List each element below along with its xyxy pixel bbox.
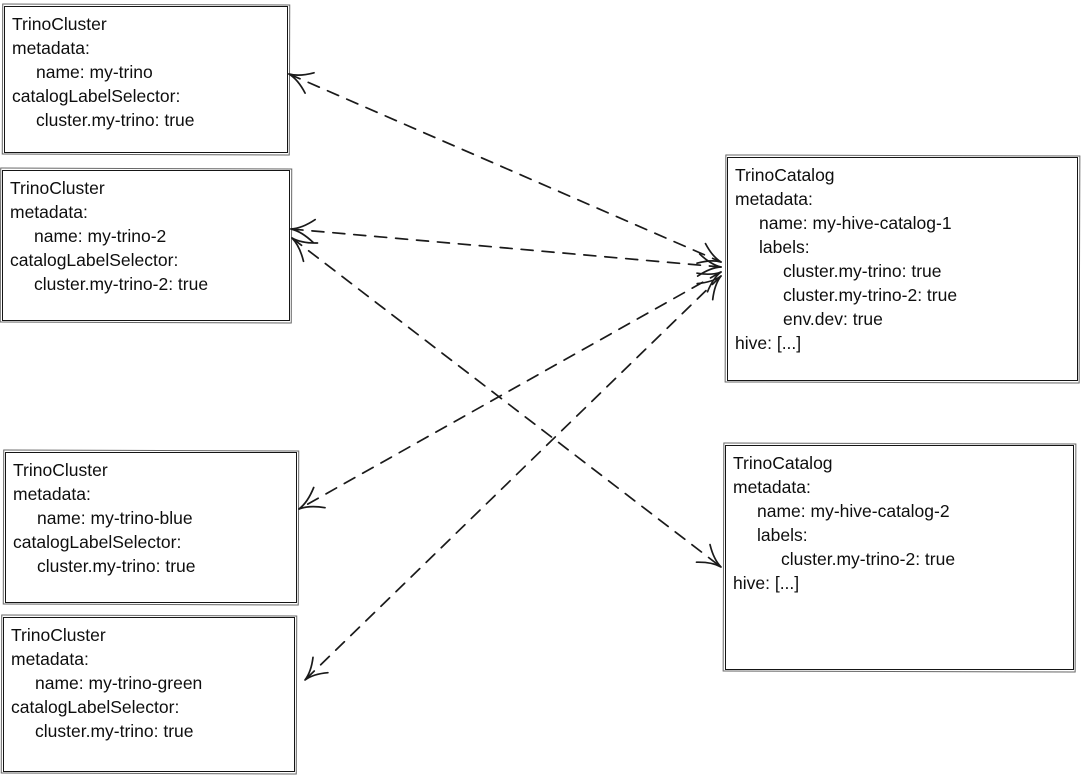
trino-catalog-my-hive-catalog-1-line-3: labels: — [759, 237, 810, 257]
edge-my-hive-catalog-1--my-trino-blue-arrowhead-end — [298, 486, 326, 510]
trino-cluster-my-trino-green-line-3: catalogLabelSelector: — [11, 697, 180, 717]
trino-cluster-my-trino-green-box: TrinoCluster metadata: name: my-trino-gree… — [3, 617, 295, 772]
trino-catalog-my-hive-catalog-1-line-1: metadata: — [735, 189, 813, 209]
trino-catalog-my-hive-catalog-2-line-1: metadata: — [733, 477, 811, 497]
trino-catalog-my-hive-catalog-1-line-4: cluster.my-trino: true — [783, 261, 942, 281]
trino-cluster-my-trino-blue-line-2: name: my-trino-blue — [37, 508, 193, 528]
trino-cluster-my-trino-line-4: cluster.my-trino: true — [36, 110, 195, 130]
trino-cluster-my-trino-2-box: TrinoCluster metadata: name: my-trino-2 cat… — [2, 170, 290, 321]
trino-catalog-my-hive-catalog-2-line-0: TrinoCatalog — [733, 453, 833, 473]
trino-cluster-my-trino-line-0: TrinoCluster — [12, 14, 107, 34]
trino-catalog-my-hive-catalog-1-line-6: env.dev: true — [783, 309, 883, 329]
trino-cluster-my-trino-blue-box: TrinoCluster metadata: name: my-trino-blue… — [5, 452, 297, 603]
trino-cluster-my-trino-blue-line-4: cluster.my-trino: true — [37, 556, 196, 576]
edge-my-trino-2--my-hive-catalog-2-arrowhead-start — [291, 237, 319, 263]
edge-my-hive-catalog-1--my-trino-blue-arrowhead-start — [696, 271, 722, 293]
trino-cluster-my-trino-blue-line-1: metadata: — [13, 484, 91, 504]
trino-cluster-my-trino-blue-line-3: catalogLabelSelector: — [13, 532, 182, 552]
trino-cluster-my-trino-green-line-0: TrinoCluster — [11, 625, 106, 645]
edge-my-trino-2--my-hive-catalog-1-arrowhead-start — [290, 218, 317, 244]
trino-cluster-my-trino-2-line-1: metadata: — [10, 202, 88, 222]
trino-catalog-my-hive-catalog-1-line-0: TrinoCatalog — [735, 165, 835, 185]
edge-my-hive-catalog-1--my-trino-green — [304, 275, 722, 681]
trino-catalog-my-hive-catalog-2-line-3: labels: — [757, 525, 808, 545]
edge-my-hive-catalog-1--my-trino-blue — [298, 271, 722, 510]
edge-my-trino--my-hive-catalog-1-arrowhead-end — [696, 242, 722, 265]
trino-cluster-my-trino-line-3: catalogLabelSelector: — [12, 86, 181, 106]
edge-my-hive-catalog-1--my-trino-green-arrowhead-start — [696, 275, 722, 301]
edge-my-trino-2--my-hive-catalog-1 — [290, 228, 722, 268]
trino-catalog-my-hive-catalog-1-line-2: name: my-hive-catalog-1 — [759, 213, 952, 233]
edge-my-trino-2--my-hive-catalog-2-arrowhead-end — [695, 543, 722, 568]
trino-cluster-my-trino-blue-line-0: TrinoCluster — [13, 460, 108, 480]
trino-cluster-my-trino-green-line-1: metadata: — [11, 649, 89, 669]
trino-catalog-my-hive-catalog-1-box: TrinoCatalog metadata: name: my-hive-catal… — [727, 157, 1078, 381]
trino-catalog-my-hive-catalog-2-line-4: cluster.my-trino-2: true — [781, 549, 956, 569]
trino-catalog-my-hive-catalog-1-line-7: hive: [...] — [735, 333, 802, 353]
trino-cluster-my-trino-box: TrinoCluster metadata: name: my-trino catal… — [4, 6, 288, 153]
trino-cluster-my-trino-2-line-2: name: my-trino-2 — [34, 226, 167, 246]
edge-my-trino--my-hive-catalog-1-arrowhead-start — [288, 71, 315, 94]
trino-catalog-my-hive-catalog-2-line-2: name: my-hive-catalog-2 — [757, 501, 950, 521]
trino-catalog-my-hive-catalog-1-line-5: cluster.my-trino-2: true — [783, 285, 958, 305]
trino-cluster-my-trino-line-1: metadata: — [12, 38, 90, 58]
edge-my-trino-2--my-hive-catalog-1-arrowhead-end — [696, 253, 722, 277]
trino-cluster-my-trino-green-line-2: name: my-trino-green — [35, 673, 203, 693]
edge-my-hive-catalog-1--my-trino-green-arrowhead-end — [304, 656, 329, 681]
trino-cluster-my-trino-2-line-3: catalogLabelSelector: — [10, 250, 179, 270]
trino-catalog-my-hive-catalog-2-box: TrinoCatalog metadata: name: my-hive-catal… — [725, 445, 1074, 670]
trino-cluster-my-trino-2-line-4: cluster.my-trino-2: true — [34, 274, 209, 294]
trino-catalog-my-hive-catalog-2-line-5: hive: [...] — [733, 573, 800, 593]
trino-cluster-my-trino-line-2: name: my-trino — [36, 62, 153, 82]
edge-my-trino--my-hive-catalog-1 — [288, 73, 722, 263]
edge-my-trino-2--my-hive-catalog-2 — [291, 237, 722, 568]
trino-cluster-my-trino-2-line-0: TrinoCluster — [10, 178, 105, 198]
trino-cluster-my-trino-green-line-4: cluster.my-trino: true — [35, 721, 194, 741]
